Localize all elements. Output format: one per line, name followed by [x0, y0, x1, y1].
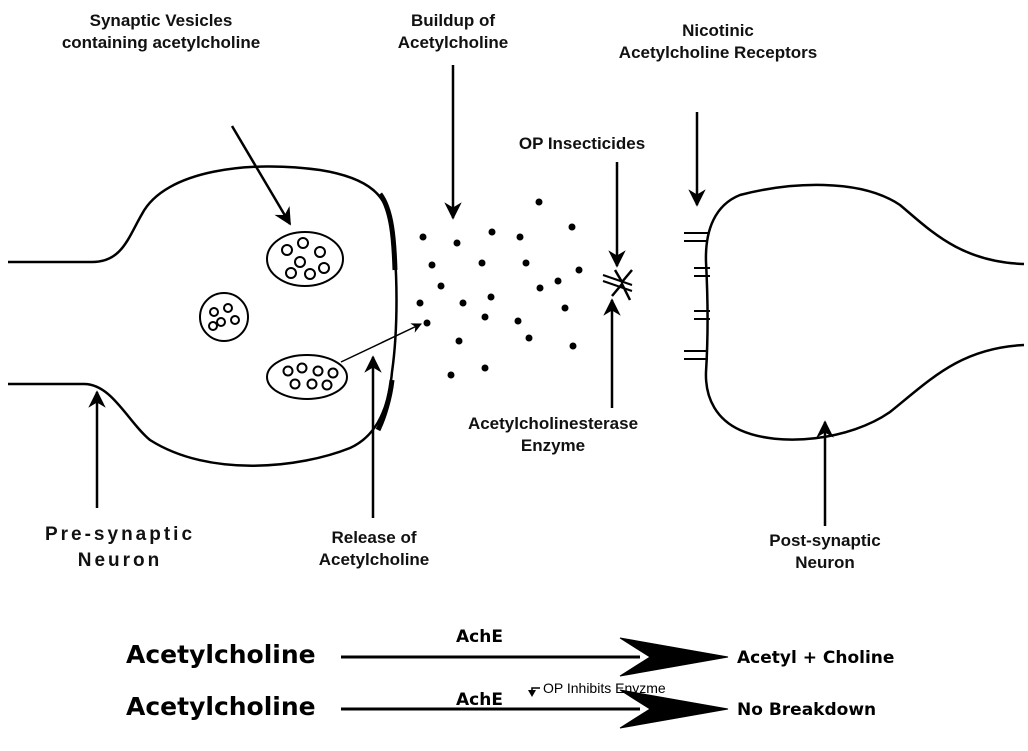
nicotinic-line2: Acetylcholine Receptors [583, 42, 853, 64]
post-synaptic-label: Post-synaptic Neuron [745, 530, 905, 574]
nicotinic-line1: Nicotinic [583, 20, 853, 42]
ache-enzyme-label: Acetylcholinesterase Enzyme [448, 413, 658, 457]
reaction-2-enzyme: AchE [456, 690, 503, 710]
pre-synaptic-line2: Neuron [14, 548, 226, 574]
release-line1: Release of [292, 527, 456, 549]
reaction-2-product: No Breakdown [737, 700, 876, 720]
ache-line2: Enzyme [448, 435, 658, 457]
op-inhibits-note: OP Inhibits Enyzme [543, 680, 666, 696]
op-insecticides-label: OP Insecticides [480, 133, 684, 155]
post-synaptic-line2: Neuron [745, 552, 905, 574]
vesicle-2 [200, 293, 248, 341]
presynaptic-neuron-outline [8, 166, 397, 465]
buildup-label: Buildup of Acetylcholine [368, 10, 538, 54]
postsynaptic-neuron-outline [706, 185, 1024, 440]
synaptic-vesicles-line2: containing acetylcholine [44, 32, 278, 54]
reaction-1-enzyme: AchE [456, 627, 503, 647]
reaction-1-product: Acetyl + Choline [737, 648, 894, 668]
release-line2: Acetylcholine [292, 549, 456, 571]
acetylcholine-molecules [417, 199, 583, 379]
reaction-arrows [341, 638, 728, 728]
pre-synaptic-label: Pre-synaptic Neuron [14, 522, 226, 574]
presynaptic-membrane-thick [380, 194, 395, 270]
ache-enzyme-symbol [603, 270, 632, 300]
synaptic-vesicles-line1: Synaptic Vesicles [44, 10, 278, 32]
op-insecticides-text: OP Insecticides [480, 133, 684, 155]
reaction-1-substrate: Acetylcholine [126, 640, 316, 669]
buildup-line1: Buildup of [368, 10, 538, 32]
nicotinic-label: Nicotinic Acetylcholine Receptors [583, 20, 853, 64]
release-label: Release of Acetylcholine [292, 527, 456, 571]
pre-synaptic-line1: Pre-synaptic [14, 522, 226, 548]
reaction-2-substrate: Acetylcholine [126, 692, 316, 721]
ache-line1: Acetylcholinesterase [448, 413, 658, 435]
post-synaptic-line1: Post-synaptic [745, 530, 905, 552]
synaptic-vesicles-label: Synaptic Vesicles containing acetylcholi… [44, 10, 278, 54]
vesicle-3 [267, 355, 347, 399]
vesicle-1 [267, 232, 343, 286]
buildup-line2: Acetylcholine [368, 32, 538, 54]
